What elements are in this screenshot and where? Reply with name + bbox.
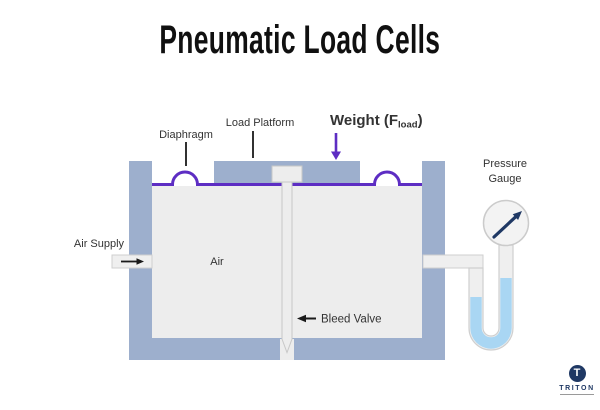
weight-label-prefix: Weight (F	[330, 112, 398, 129]
air-supply-label: Air Supply	[74, 238, 125, 250]
weight-label-suffix: )	[418, 112, 423, 129]
brand-logo-rule	[560, 394, 594, 395]
manometer-liquid	[470, 278, 512, 349]
air-supply-arrowhead-icon	[136, 258, 144, 265]
pressure-gauge-label-line2: Gauge	[488, 173, 521, 185]
brand-logo: T TRITON	[557, 365, 597, 395]
bleed-valve-label: Bleed Valve	[321, 314, 382, 326]
weight-label-subscript: load	[398, 120, 418, 131]
air-label: Air	[210, 256, 224, 268]
page-title-text: Pneumatic Load Cells	[159, 18, 441, 62]
diaphragm-label: Diaphragm	[159, 129, 213, 141]
page-title: Pneumatic Load Cells	[0, 18, 600, 63]
weight-label: Weight (Fload)	[330, 112, 423, 131]
bleed-valve-arrowhead-icon	[297, 314, 306, 323]
outlet-pipe	[422, 254, 484, 269]
brand-logo-text: TRITON	[559, 385, 595, 392]
weight-arrowhead-icon	[331, 151, 341, 160]
triton-circle-t-icon: T	[568, 365, 586, 382]
bleed-valve-rod	[281, 179, 293, 354]
bleed-valve-cap	[271, 165, 303, 183]
pressure-gauge-label-line1: Pressure	[483, 158, 527, 170]
gauge-needle-icon	[492, 215, 518, 239]
gauge-needle-head-icon	[512, 211, 522, 220]
pressure-gauge-dial	[482, 199, 530, 247]
load-platform-label: Load Platform	[226, 117, 294, 129]
